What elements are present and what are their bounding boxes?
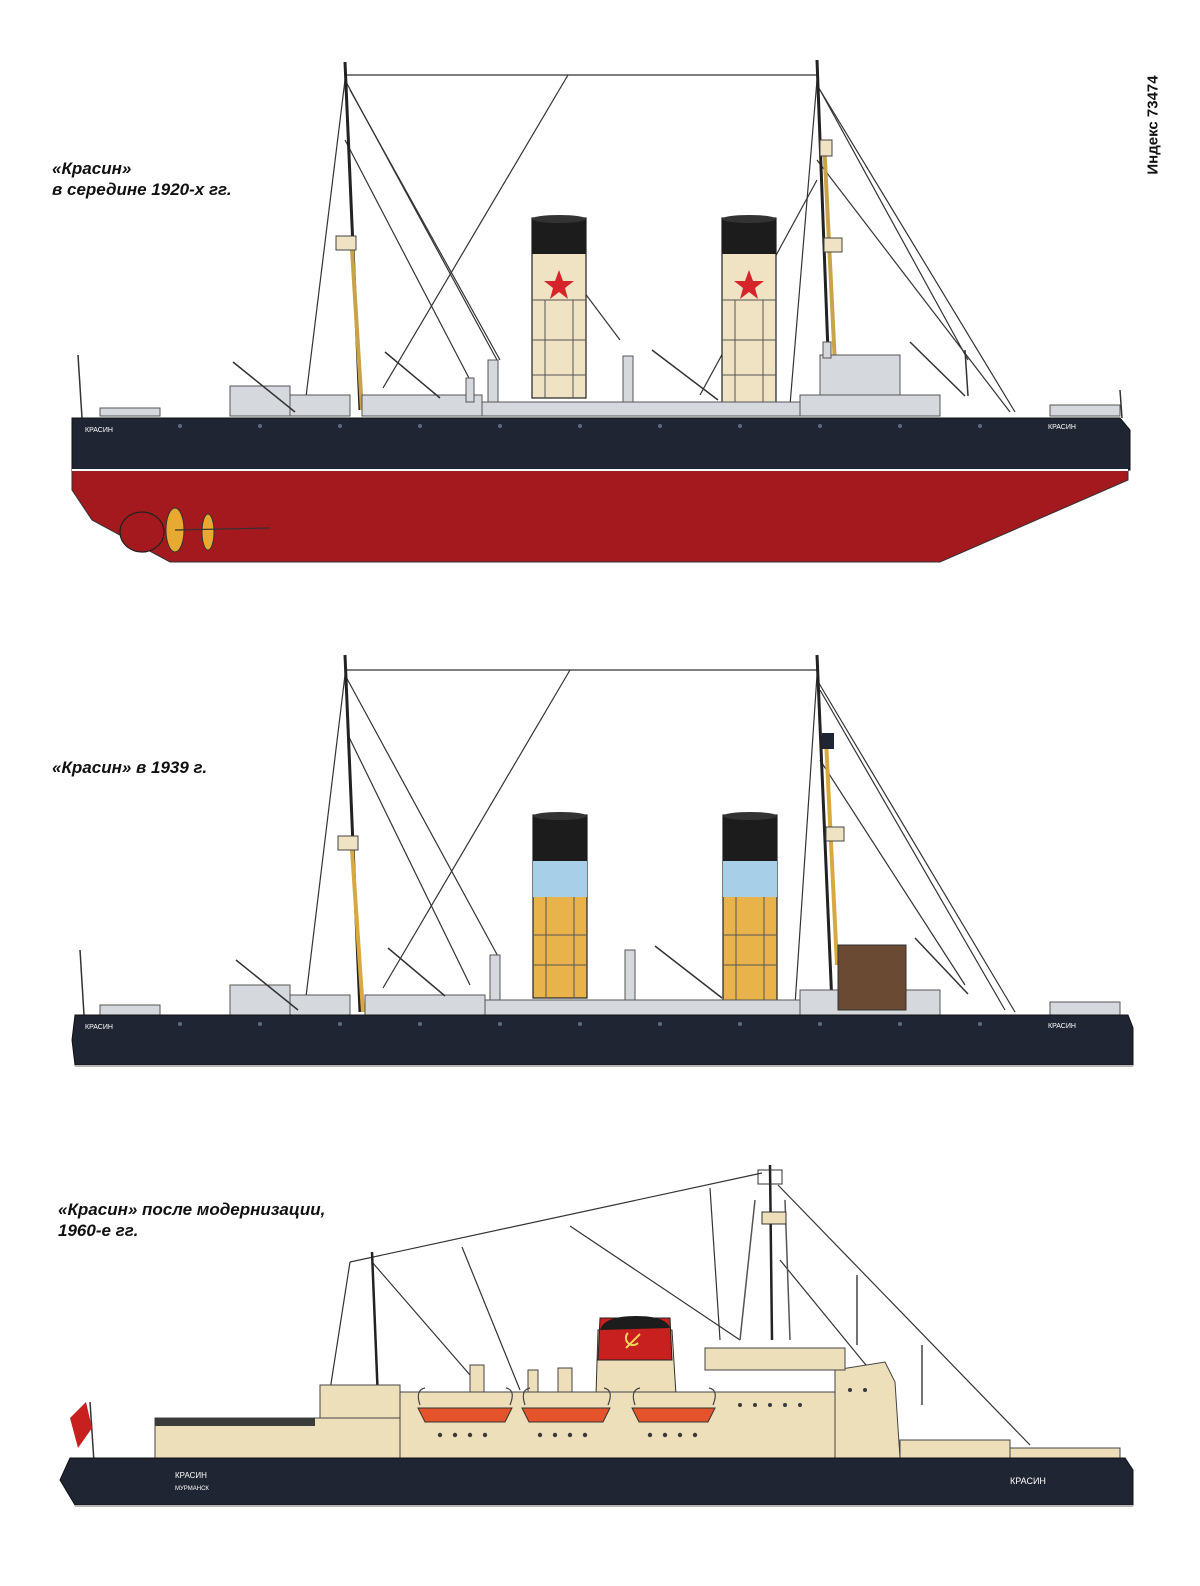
funnel [595,1316,677,1396]
superstructure-windows [437,1388,867,1438]
funnel-forward [531,215,587,399]
hull-above-water [71,1014,1134,1066]
hull-port-name: МУРМАНСК [175,1486,209,1492]
funnel-aft [722,812,778,1003]
hull-name-stern: КРАСИН [1010,1476,1046,1486]
superstructure [99,949,1121,1016]
ship-drawing-1939: КРАСИН КРАСИН [71,654,1134,1067]
ship-drawing-1960s: КРАСИН МУРМАНСК КРАСИН [59,1164,1134,1507]
caption-ship-1939: «Красин» в 1939 г. [52,758,208,777]
masts [370,1164,923,1405]
boat-davits [417,1387,716,1406]
ship-drawing-1920s: КРАСИН КРАСИН [71,59,1131,563]
hammer-sickle-icon [624,1332,641,1349]
portholes [178,424,982,428]
flag-icon [70,1402,92,1448]
rudder [119,511,165,553]
masts [337,654,845,1013]
rigging [304,669,1016,1013]
lifeboats [417,1407,716,1423]
hull-name-bow: КРАСИН [85,1024,113,1031]
rigging [304,74,1016,413]
propeller-icon [201,513,215,551]
rigging [329,1172,1031,1446]
hull-underwater [71,469,1129,563]
superstructure [99,341,1121,417]
hull-name-bow: КРАСИН [85,427,113,434]
caption-ship-1960s: «Красин» после модернизации, 1960-е гг. [58,1200,326,1240]
portholes [178,1022,982,1026]
caption-ship-1920s: «Красин» в середине 1920-х гг. [52,159,232,199]
hull-name-bow: КРАСИН [175,1471,207,1480]
funnel-forward [532,812,588,999]
hull-above-water [71,417,1131,471]
hull-name-stern: КРАСИН [1048,1023,1076,1030]
red-star-icon [544,270,574,299]
hull-above-water [59,1457,1134,1506]
red-star-icon [734,270,764,299]
deckhouse [837,944,907,1011]
hull-name-stern: КРАСИН [1048,424,1076,431]
funnel-aft [721,215,777,405]
superstructure [154,1347,1121,1459]
davits [77,341,1123,419]
davits [79,937,969,1016]
